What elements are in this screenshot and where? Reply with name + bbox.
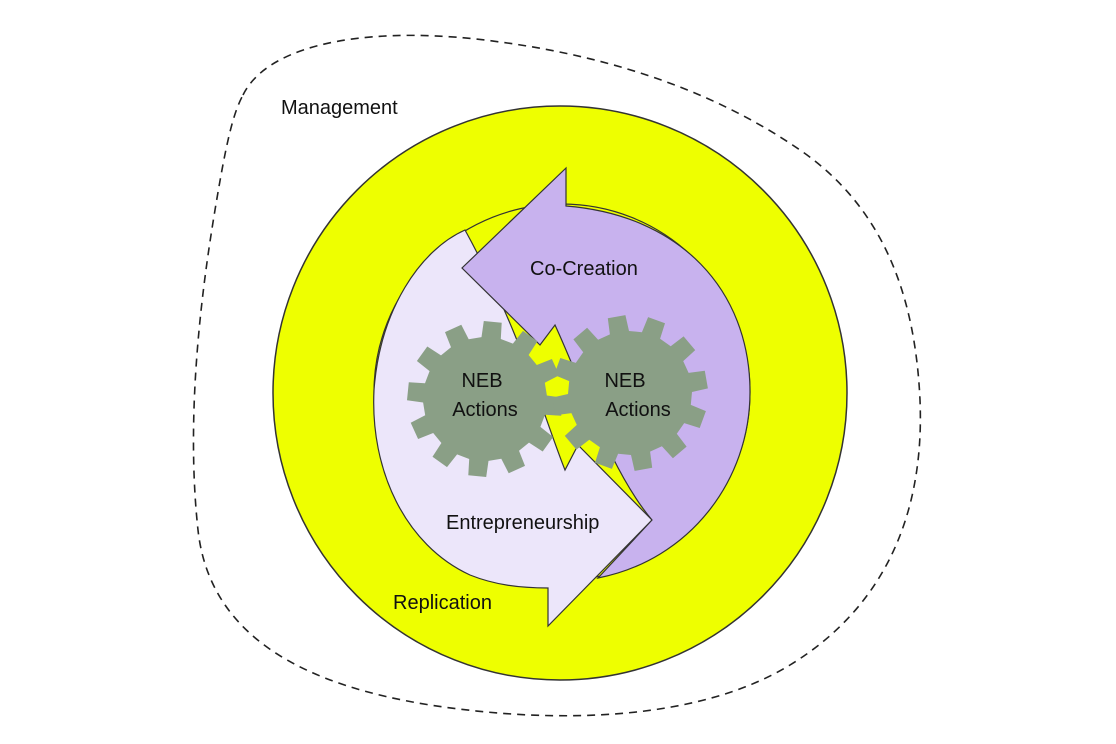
replication-label: Replication xyxy=(393,592,492,614)
co-creation-label: Co-Creation xyxy=(530,258,638,280)
gear-left-icon xyxy=(407,321,563,477)
management-boundary xyxy=(192,34,922,717)
gear-left-label-line1: NEB xyxy=(461,370,502,392)
management-label: Management xyxy=(281,97,398,119)
gear-right-label-line1: NEB xyxy=(604,370,645,392)
entrepreneurship-label: Entrepreneurship xyxy=(446,512,599,534)
gear-right-icon xyxy=(552,315,708,471)
gear-right-label-line2: Actions xyxy=(605,399,671,421)
gear-left-label-line2: Actions xyxy=(452,399,518,421)
